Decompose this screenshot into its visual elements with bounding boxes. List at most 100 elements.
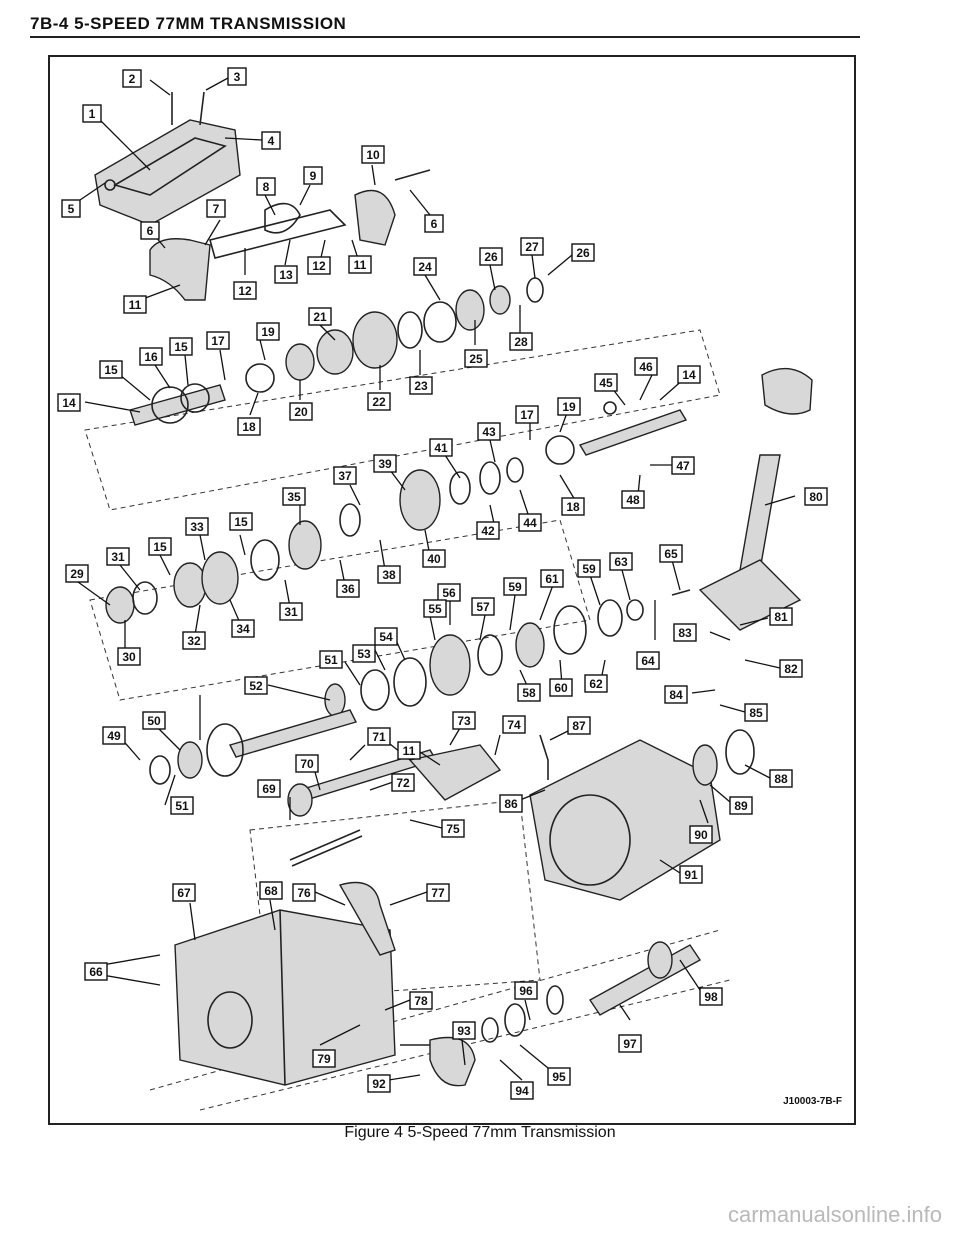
callout-59b: 59 (503, 577, 527, 596)
callout-53: 53 (352, 644, 376, 663)
callout-51: 51 (319, 650, 343, 669)
callout-32: 32 (182, 631, 206, 650)
svg-text:8: 8 (263, 180, 270, 194)
svg-text:65: 65 (664, 547, 678, 561)
callout-63: 63 (609, 552, 633, 571)
callout-boxes: 1 2 3 4 5 6 7 8 9 10 6 11 12 13 12 11 24… (57, 67, 828, 1100)
svg-text:14: 14 (682, 368, 696, 382)
svg-text:38: 38 (382, 568, 396, 582)
callout-93: 93 (452, 1021, 476, 1040)
svg-text:86: 86 (504, 797, 518, 811)
callout-95: 95 (547, 1067, 571, 1086)
callout-11: 11 (123, 295, 147, 314)
callout-12b: 12 (307, 256, 331, 275)
svg-text:59: 59 (582, 562, 596, 576)
svg-text:94: 94 (515, 1084, 529, 1098)
svg-text:80: 80 (809, 490, 823, 504)
callout-41: 41 (429, 438, 453, 457)
svg-text:10: 10 (366, 148, 380, 162)
input-shaft-assembly (129, 277, 544, 426)
callout-60: 60 (549, 678, 573, 697)
callout-19: 19 (256, 322, 280, 341)
svg-text:83: 83 (678, 626, 692, 640)
svg-text:49: 49 (107, 729, 121, 743)
svg-text:76: 76 (297, 886, 311, 900)
svg-text:15: 15 (234, 515, 248, 529)
callout-74: 74 (502, 715, 526, 734)
svg-text:51: 51 (324, 653, 338, 667)
svg-text:17: 17 (520, 408, 534, 422)
callout-88: 88 (769, 769, 793, 788)
callout-21: 21 (308, 307, 332, 326)
callout-15c: 15 (229, 512, 253, 531)
callout-10: 10 (361, 145, 385, 164)
callout-59: 59 (577, 559, 601, 578)
svg-text:63: 63 (614, 555, 628, 569)
callout-26: 26 (479, 247, 503, 266)
svg-text:35: 35 (287, 490, 301, 504)
header-rule (30, 36, 860, 38)
svg-text:46: 46 (639, 360, 653, 374)
svg-text:29: 29 (70, 567, 84, 581)
callout-2: 2 (122, 69, 142, 88)
callout-1: 1 (82, 104, 102, 123)
svg-text:92: 92 (372, 1077, 386, 1091)
svg-text:52: 52 (249, 679, 263, 693)
svg-text:6: 6 (431, 217, 438, 231)
svg-text:61: 61 (545, 572, 559, 586)
svg-text:85: 85 (749, 706, 763, 720)
callout-30: 30 (117, 647, 141, 666)
svg-text:37: 37 (338, 469, 352, 483)
svg-text:67: 67 (177, 886, 191, 900)
callout-17: 17 (206, 331, 230, 350)
callout-24: 24 (413, 257, 437, 276)
svg-text:28: 28 (514, 335, 528, 349)
svg-text:81: 81 (774, 610, 788, 624)
svg-text:30: 30 (122, 650, 136, 664)
callout-15d: 15 (148, 537, 172, 556)
svg-text:97: 97 (623, 1037, 637, 1051)
callout-17b: 17 (515, 405, 539, 424)
callout-92: 92 (367, 1074, 391, 1093)
callout-14b: 14 (677, 365, 701, 384)
callout-37: 37 (333, 466, 357, 485)
callout-9: 9 (303, 166, 323, 185)
callout-47: 47 (671, 456, 695, 475)
svg-text:40: 40 (427, 552, 441, 566)
callout-54: 54 (374, 627, 398, 646)
callout-8: 8 (256, 177, 276, 196)
callout-6b: 6 (424, 214, 444, 233)
callout-57: 57 (471, 597, 495, 616)
callout-40: 40 (422, 549, 446, 568)
svg-text:6: 6 (147, 224, 154, 238)
callout-50: 50 (142, 711, 166, 730)
svg-text:96: 96 (519, 984, 533, 998)
callout-85: 85 (744, 703, 768, 722)
callout-11c: 11 (397, 741, 421, 760)
callout-4: 4 (261, 131, 281, 150)
callout-67: 67 (172, 883, 196, 902)
svg-text:39: 39 (378, 457, 392, 471)
svg-text:87: 87 (572, 719, 586, 733)
callout-29: 29 (65, 564, 89, 583)
svg-text:27: 27 (525, 240, 539, 254)
svg-text:72: 72 (396, 776, 410, 790)
svg-text:50: 50 (147, 714, 161, 728)
svg-text:75: 75 (446, 822, 460, 836)
svg-text:70: 70 (300, 757, 314, 771)
svg-text:47: 47 (676, 459, 690, 473)
callout-15b: 15 (99, 360, 123, 379)
callout-16: 16 (139, 347, 163, 366)
svg-text:73: 73 (457, 714, 471, 728)
callout-56: 56 (437, 583, 461, 602)
svg-text:54: 54 (379, 630, 393, 644)
svg-text:51: 51 (175, 799, 189, 813)
callout-76: 76 (292, 883, 316, 902)
svg-text:89: 89 (734, 799, 748, 813)
svg-text:88: 88 (774, 772, 788, 786)
callout-44: 44 (518, 513, 542, 532)
svg-text:68: 68 (264, 884, 278, 898)
svg-text:84: 84 (669, 688, 683, 702)
callout-34: 34 (231, 619, 255, 638)
